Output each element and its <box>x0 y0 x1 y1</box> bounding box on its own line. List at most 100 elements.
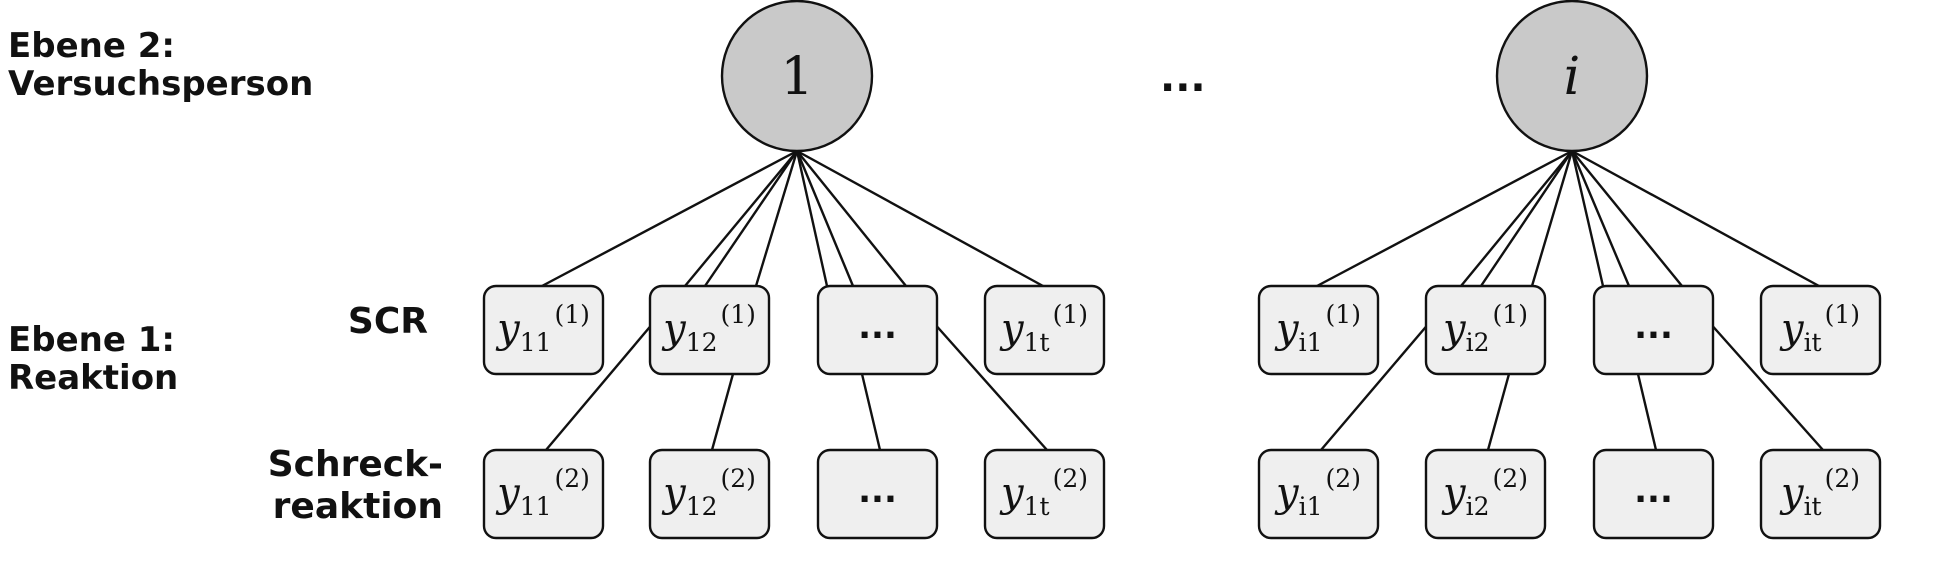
subject-circle <box>1495 0 1649 153</box>
schreck-box-2-3: ... <box>1592 448 1715 540</box>
subject-symbol: i <box>1564 47 1581 107</box>
box-label-subscript: 11 <box>520 328 552 357</box>
box-frame <box>1424 448 1547 540</box>
box-label: y1t(2) <box>999 464 1088 521</box>
box-label-subscript: 1t <box>1024 492 1050 521</box>
schreck-box-2-4: yit(2) <box>1759 448 1882 540</box>
row-label-schreck-line1: Schreck- <box>267 444 443 485</box>
box-frame <box>648 284 771 376</box>
subject-node-i: i <box>1495 0 1649 153</box>
box-label-superscript: (1) <box>1053 300 1088 329</box>
level2-subtitle: Versuchsperson <box>8 64 314 104</box>
between-subjects-ellipsis: ... <box>1160 55 1206 101</box>
box-label-subscript: 11 <box>520 492 552 521</box>
box-label: yi2(2) <box>1441 464 1528 521</box>
level1-label: Ebene 1: Reaktion <box>8 321 178 397</box>
edge-subject-2-0 <box>1316 149 1573 288</box>
box-label-base: y <box>495 470 521 516</box>
box-frame <box>1759 448 1882 540</box>
row-label-scr: SCR <box>347 301 428 342</box>
box-label-superscript: (1) <box>1825 300 1860 329</box>
box-frame <box>1257 284 1380 376</box>
box-label-base: y <box>1274 470 1300 516</box>
box-label: y12(1) <box>661 300 756 357</box>
box-label: y12(2) <box>661 464 756 521</box>
box-label-subscript: 12 <box>686 492 718 521</box>
schreck-box-1-4: y1t(2) <box>983 448 1106 540</box>
edge-subject-2-7 <box>1571 149 1820 288</box>
box-label-subscript: 12 <box>686 328 718 357</box>
box-label-subscript: it <box>1804 492 1822 521</box>
box-label-superscript: (2) <box>555 464 590 493</box>
nodes-layer: 1y11(1)y12(1)...y1t(1)y11(2)y12(2)...y1t… <box>482 0 1882 540</box>
box-label-superscript: (1) <box>721 300 756 329</box>
box-label-base: y <box>495 306 521 352</box>
box-frame <box>983 448 1106 540</box>
edge-subject-2-1 <box>1460 150 1573 287</box>
box-label-subscript: i2 <box>1466 492 1490 521</box>
scr-box-2-1: yi1(1) <box>1257 284 1380 376</box>
box-frame <box>648 448 771 540</box>
box-label-superscript: (2) <box>1326 464 1361 493</box>
box-label-subscript: 1t <box>1024 328 1050 357</box>
box-label: ... <box>858 471 897 511</box>
box-label: y11(2) <box>495 464 590 521</box>
scr-box-1-1: y11(1) <box>482 284 605 376</box>
box-label-base: y <box>1779 306 1805 352</box>
box-label: yi1(2) <box>1274 464 1361 521</box>
box-label: yi2(1) <box>1441 300 1528 357</box>
box-label-superscript: (1) <box>1493 300 1528 329</box>
scr-box-2-2: yi2(1) <box>1424 284 1547 376</box>
box-frame <box>1257 448 1380 540</box>
box-label-base: y <box>999 306 1025 352</box>
box-label-base: y <box>1779 470 1805 516</box>
scr-box-1-3: ... <box>816 284 939 376</box>
box-frame <box>482 284 605 376</box>
scr-box-1-4: y1t(1) <box>983 284 1106 376</box>
edge-cross-2-0 <box>1320 321 1431 451</box>
box-label-base: y <box>661 306 687 352</box>
scr-box-2-4: yit(1) <box>1759 284 1882 376</box>
edge-subject-2-6 <box>1571 150 1683 287</box>
box-label-superscript: (2) <box>721 464 756 493</box>
schreck-box-2-2: yi2(2) <box>1424 448 1547 540</box>
box-label: ... <box>1634 307 1673 347</box>
box-label-base: y <box>1441 470 1467 516</box>
box-frame <box>816 284 939 376</box>
subject-circle <box>720 0 874 153</box>
box-label-base: y <box>661 470 687 516</box>
box-label-superscript: (1) <box>555 300 590 329</box>
edge-subject-1-2 <box>704 150 798 287</box>
box-frame <box>1592 448 1715 540</box>
edge-subject-1-7 <box>796 149 1044 288</box>
scr-box-2-3: ... <box>1592 284 1715 376</box>
edge-subject-2-2 <box>1480 150 1573 287</box>
box-label: y1t(1) <box>999 300 1088 357</box>
box-label-base: y <box>1441 306 1467 352</box>
box-frame <box>1759 284 1882 376</box>
box-label-subscript: i2 <box>1466 328 1490 357</box>
box-label-subscript: i1 <box>1299 328 1323 357</box>
box-label-superscript: (2) <box>1493 464 1528 493</box>
edge-subject-1-6 <box>796 150 907 287</box>
row-label-schreck-line2: reaktion <box>272 486 443 527</box>
box-label-subscript: i1 <box>1299 492 1323 521</box>
box-label: ... <box>858 307 897 347</box>
subject-node-1: 1 <box>720 0 874 153</box>
edge-cross-2-1 <box>1486 373 1511 451</box>
box-label: yit(1) <box>1779 300 1860 357</box>
box-frame <box>983 284 1106 376</box>
edge-subject-2-5 <box>1570 150 1631 287</box>
box-label: yi1(1) <box>1274 300 1361 357</box>
box-label-base: y <box>999 470 1025 516</box>
box-label: ... <box>1634 471 1673 511</box>
edge-subject-1-3 <box>754 150 799 287</box>
edge-cross-2-3 <box>1708 321 1824 451</box>
edge-cross-1-0 <box>545 321 655 451</box>
box-frame <box>482 448 605 540</box>
edge-cross-1-2 <box>860 373 882 451</box>
box-frame <box>1592 284 1715 376</box>
box-label-base: y <box>1274 306 1300 352</box>
level1-subtitle: Reaktion <box>8 358 179 398</box>
